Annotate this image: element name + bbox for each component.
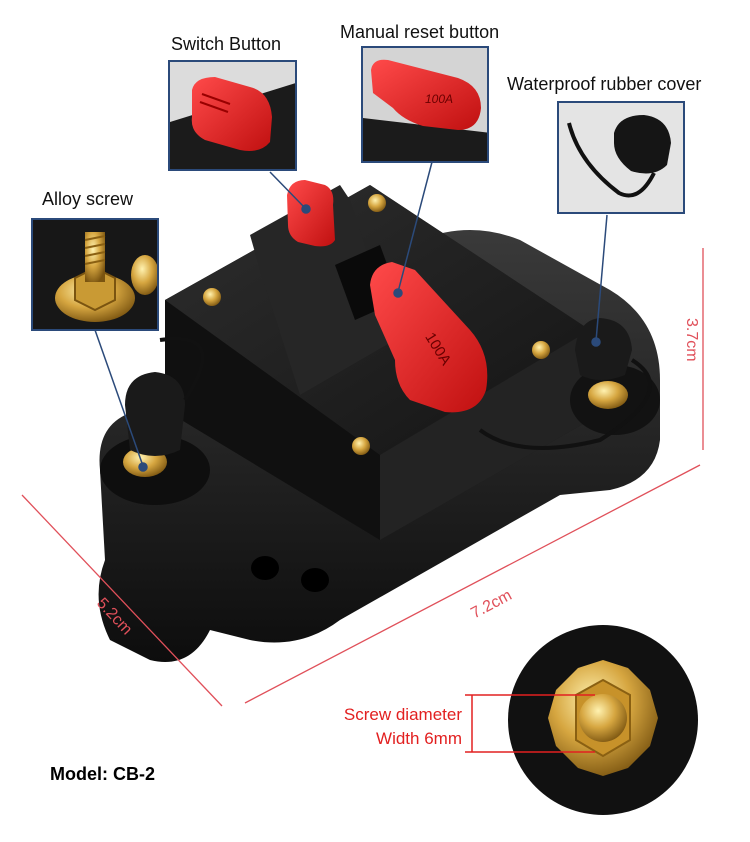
rubber-cover-left — [125, 372, 185, 456]
left-terminal — [100, 336, 210, 505]
callout-lines — [94, 161, 608, 472]
manual-reset-label: Manual reset button — [340, 22, 500, 42]
dimension-lines — [21, 248, 704, 707]
reset-lever[interactable] — [370, 262, 488, 413]
alloy-screw-inset — [31, 218, 159, 331]
screw-dimension-bracket — [465, 694, 595, 753]
alloy-screw-inset-image — [33, 220, 157, 329]
waterproof-cover-inset-image — [559, 103, 683, 212]
model-label: Model: CB-2 — [50, 764, 155, 784]
manual-reset-inset-image: 100A — [363, 48, 487, 161]
switch-button[interactable] — [287, 180, 335, 247]
switch-rail — [250, 185, 395, 395]
screw-diameter-label: Screw diameter Width 6mm — [322, 703, 462, 751]
height-dimension-label: 3.7cm — [683, 318, 700, 362]
right-terminal — [478, 318, 660, 450]
screw-closeup — [485, 595, 725, 835]
switch-button-label: Switch Button — [171, 34, 282, 54]
inset-rating-text: 100A — [425, 92, 453, 106]
alloy-screw-label: Alloy screw — [42, 189, 134, 209]
brass-rivets — [203, 194, 550, 455]
manual-reset-inset: 100A — [361, 46, 489, 163]
switch-button-inset-image — [170, 62, 295, 169]
rubber-cover-right — [575, 318, 632, 380]
screw-diameter-line2: Width 6mm — [376, 729, 462, 748]
waterproof-cover-label: Waterproof rubber cover — [507, 74, 702, 94]
switch-button-inset — [168, 60, 297, 171]
screw-diameter-line1: Screw diameter — [343, 705, 462, 724]
waterproof-cover-inset — [557, 101, 685, 214]
